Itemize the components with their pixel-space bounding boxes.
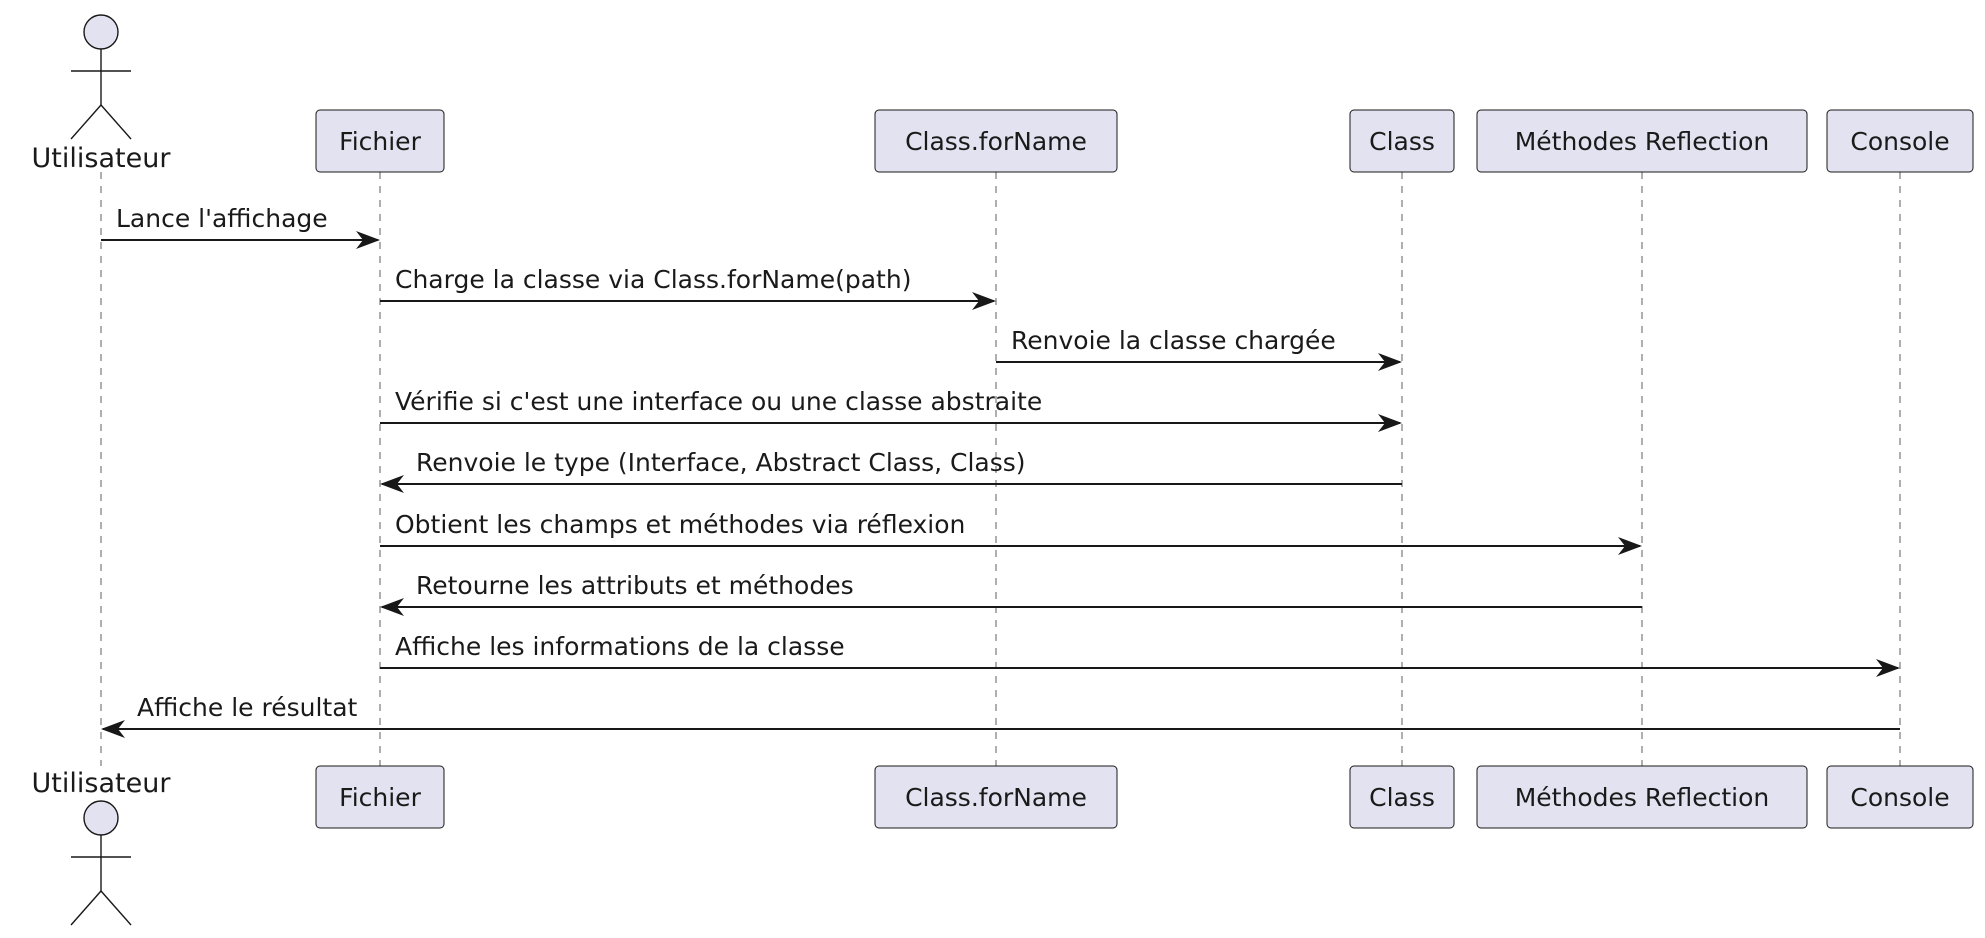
- message-3: Renvoie la classe chargée: [996, 326, 1402, 371]
- participant-label-class-top: Class: [1369, 127, 1435, 156]
- message-label-9: Affiche le résultat: [137, 693, 358, 722]
- message-5: Renvoie le type (Interface, Abstract Cla…: [380, 448, 1402, 493]
- message-label-5: Renvoie le type (Interface, Abstract Cla…: [416, 448, 1026, 477]
- participant-box-forname-bottom: [874, 765, 1118, 829]
- participant-reflect-bottom: Méthodes Reflection: [1476, 765, 1808, 829]
- participant-fichier-bottom: Fichier: [315, 765, 445, 829]
- message-label-8: Affiche les informations de la classe: [395, 632, 845, 661]
- message-arrowhead-9: [101, 720, 125, 738]
- message-7: Retourne les attributs et méthodes: [380, 571, 1642, 616]
- top-user-actor-right-leg: [100, 104, 132, 140]
- participant-box-console-bottom: [1826, 765, 1974, 829]
- message-label-6: Obtient les champs et méthodes via réfle…: [395, 510, 965, 539]
- message-arrowhead-8: [1876, 659, 1900, 677]
- participant-label-reflect-bottom: Méthodes Reflection: [1515, 783, 1770, 812]
- participant-fichier-top: Fichier: [315, 109, 445, 173]
- top-user-actor-left-leg: [70, 104, 102, 140]
- message-1: Lance l'affichage: [101, 204, 380, 249]
- message-2: Charge la classe via Class.forName(path): [380, 265, 996, 310]
- participant-box-reflect-bottom: [1476, 765, 1808, 829]
- message-arrowhead-4: [1378, 414, 1402, 432]
- participant-console-top: Console: [1826, 109, 1974, 173]
- participant-box-class-bottom: [1349, 765, 1455, 829]
- participant-console-bottom: Console: [1826, 765, 1974, 829]
- participant-box-forname-top: [874, 109, 1118, 173]
- participant-box-console-top: [1826, 109, 1974, 173]
- message-label-4: Vérifie si c'est une interface ou une cl…: [395, 387, 1042, 416]
- bottom-user-actor-right-leg: [100, 890, 132, 926]
- message-arrowhead-1: [356, 231, 380, 249]
- actor-label-top-user: Utilisateur: [32, 143, 172, 174]
- participant-label-class-bottom: Class: [1369, 783, 1435, 812]
- participant-label-fichier-top: Fichier: [339, 127, 421, 156]
- message-6: Obtient les champs et méthodes via réfle…: [380, 510, 1642, 555]
- participant-class-top: Class: [1349, 109, 1455, 173]
- bottom-user-actor-head: [83, 800, 119, 836]
- participant-forname-top: Class.forName: [874, 109, 1118, 173]
- participant-reflect-top: Méthodes Reflection: [1476, 109, 1808, 173]
- participant-label-forname-top: Class.forName: [905, 127, 1087, 156]
- message-4: Vérifie si c'est une interface ou une cl…: [380, 387, 1402, 432]
- message-arrowhead-2: [972, 292, 996, 310]
- bottom-user-actor-left-leg: [70, 890, 102, 926]
- participant-box-reflect-top: [1476, 109, 1808, 173]
- participant-label-console-bottom: Console: [1850, 783, 1949, 812]
- message-8: Affiche les informations de la classe: [380, 632, 1900, 677]
- participant-label-reflect-top: Méthodes Reflection: [1515, 127, 1770, 156]
- participant-box-class-top: [1349, 109, 1455, 173]
- participant-label-console-top: Console: [1850, 127, 1949, 156]
- participant-label-forname-bottom: Class.forName: [905, 783, 1087, 812]
- top-user-actor-head: [83, 14, 119, 50]
- actor-label-bottom-user: Utilisateur: [32, 768, 172, 799]
- participant-class-bottom: Class: [1349, 765, 1455, 829]
- message-label-7: Retourne les attributs et méthodes: [416, 571, 854, 600]
- top-user-actor-icon: [70, 14, 132, 140]
- message-arrowhead-3: [1378, 353, 1402, 371]
- message-label-3: Renvoie la classe chargée: [1011, 326, 1336, 355]
- message-arrowhead-5: [380, 475, 404, 493]
- bottom-user-actor-icon: [70, 800, 132, 926]
- message-9: Affiche le résultat: [101, 693, 1900, 738]
- participant-forname-bottom: Class.forName: [874, 765, 1118, 829]
- message-label-2: Charge la classe via Class.forName(path): [395, 265, 911, 294]
- participant-box-fichier-top: [315, 109, 445, 173]
- participant-box-fichier-bottom: [315, 765, 445, 829]
- message-arrowhead-7: [380, 598, 404, 616]
- participant-label-fichier-bottom: Fichier: [339, 783, 421, 812]
- message-label-1: Lance l'affichage: [116, 204, 328, 233]
- message-arrowhead-6: [1618, 537, 1642, 555]
